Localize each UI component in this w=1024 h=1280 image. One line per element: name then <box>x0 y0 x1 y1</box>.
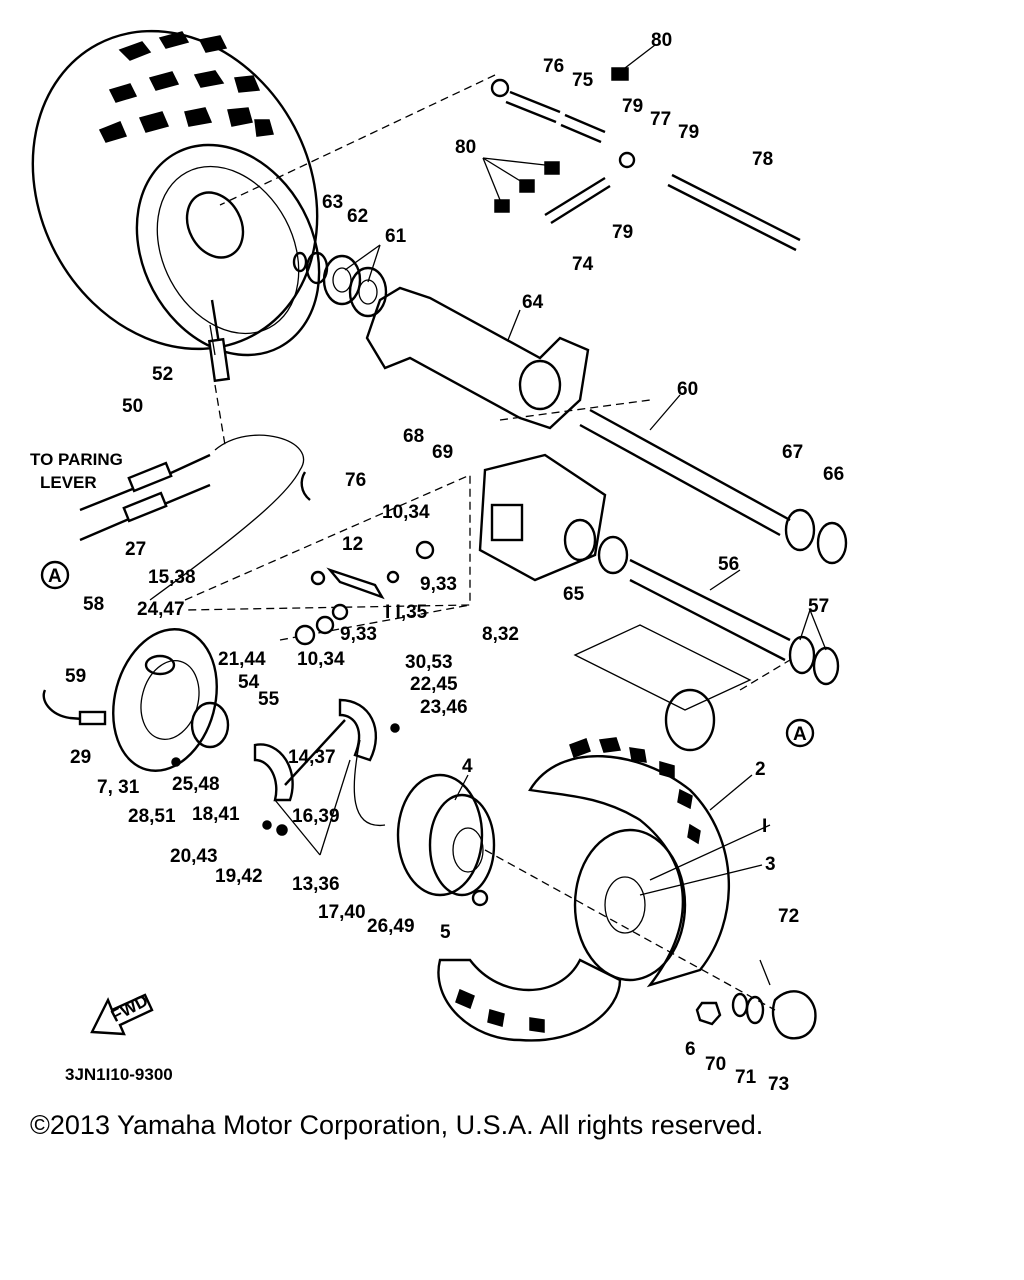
rear-left-tire <box>31 29 321 383</box>
exploded-parts-diagram: FWD A A 80 76 75 79 77 79 80 78 79 <box>30 29 848 1095</box>
callout-16-39: 16,39 <box>292 806 340 827</box>
marker-a-left: A <box>48 566 62 587</box>
note-to-paring-line2: LEVER <box>40 473 97 492</box>
brake-pipe-assembly <box>219 67 801 252</box>
callout-79-b: 79 <box>678 122 699 143</box>
callout-62: 62 <box>347 206 368 227</box>
copyright-notice: ©2013 Yamaha Motor Corporation, U.S.A. A… <box>30 1110 764 1140</box>
callout-64: 64 <box>522 292 544 313</box>
callout-25-48: 25,48 <box>172 774 220 795</box>
callout-23-46: 23,46 <box>420 697 468 718</box>
callout-22-45: 22,45 <box>410 674 458 695</box>
callout-59: 59 <box>65 666 86 687</box>
callout-57: 57 <box>808 596 829 617</box>
callout-55: 55 <box>258 689 280 710</box>
callout-52: 52 <box>152 364 173 385</box>
reference-marker-left: A <box>40 560 70 590</box>
final-drive-gear-case <box>478 453 848 752</box>
callout-54: 54 <box>238 672 260 693</box>
callout-79-c: 79 <box>612 222 633 243</box>
callout-2: 2 <box>755 759 766 780</box>
forward-arrow: FWD <box>90 991 154 1036</box>
callout-26-49: 26,49 <box>367 916 415 937</box>
parking-brake-cables <box>79 384 311 601</box>
rear-right-tire <box>437 737 731 1042</box>
callout-7-31: 7, 31 <box>97 777 140 798</box>
callout-17-40: 17,40 <box>318 902 366 923</box>
callout-60: 60 <box>677 379 698 400</box>
callout-70: 70 <box>705 1054 726 1075</box>
callout-61: 61 <box>385 226 407 247</box>
callout-77: 77 <box>650 109 671 130</box>
callout-10-34-top: 10,34 <box>382 502 430 523</box>
callout-50: 50 <box>122 396 143 417</box>
callout-76-mid: 76 <box>345 470 366 491</box>
callout-72: 72 <box>778 906 799 927</box>
callout-75: 75 <box>572 70 594 91</box>
callout-76-top: 76 <box>543 56 564 77</box>
callout-9-33-top: 9,33 <box>420 574 457 595</box>
callout-65: 65 <box>563 584 585 605</box>
callout-66: 66 <box>823 464 844 485</box>
callout-28-51: 28,51 <box>128 806 176 827</box>
callout-68: 68 <box>403 426 424 447</box>
callout-18-41: 18,41 <box>192 804 240 825</box>
callout-74: 74 <box>572 254 594 275</box>
callout-67: 67 <box>782 442 803 463</box>
note-to-paring-line1: TO PARING <box>30 450 123 469</box>
callout-69: 69 <box>432 442 453 463</box>
callout-29: 29 <box>70 747 91 768</box>
callout-19-42: 19,42 <box>215 866 263 887</box>
callout-24-47: 24,47 <box>137 599 185 620</box>
callout-73: 73 <box>768 1074 789 1095</box>
callout-1: I <box>762 816 767 837</box>
brake-drum-hub <box>396 773 776 1011</box>
brake-assembly <box>42 474 471 836</box>
callout-15-38: 15,38 <box>148 567 196 588</box>
callout-80-top: 80 <box>651 30 672 51</box>
callout-8-32: 8,32 <box>482 624 519 645</box>
marker-a-right: A <box>793 724 807 745</box>
callout-63: 63 <box>322 192 343 213</box>
reference-marker-right: A <box>785 718 815 748</box>
callout-79-a: 79 <box>622 96 643 117</box>
callout-78: 78 <box>752 149 773 170</box>
callout-3: 3 <box>765 854 776 875</box>
callout-20-43: 20,43 <box>170 846 218 867</box>
callout-12: 12 <box>342 534 363 555</box>
axle-nut-set <box>695 959 817 1040</box>
callout-11-35: I I,35 <box>385 602 428 623</box>
callout-21-44: 21,44 <box>218 649 266 670</box>
callout-71: 71 <box>735 1067 757 1088</box>
callout-10-34-mid: 10,34 <box>297 649 345 670</box>
callout-14-37: 14,37 <box>288 747 336 768</box>
callout-13-36: 13,36 <box>292 874 340 895</box>
callout-6: 6 <box>685 1039 696 1060</box>
callout-80-mid: 80 <box>455 137 476 158</box>
callout-30-53: 30,53 <box>405 652 453 673</box>
callout-58: 58 <box>83 594 104 615</box>
axle-housing <box>292 251 791 537</box>
drawing-code: 3JN1I10-9300 <box>65 1065 173 1084</box>
leader-lines <box>209 44 827 896</box>
callout-9-33-mid: 9,33 <box>340 624 377 645</box>
callout-5: 5 <box>440 922 451 943</box>
callout-numbers: 80 76 75 79 77 79 80 78 79 74 63 62 61 6… <box>65 30 844 1095</box>
callout-27: 27 <box>125 539 146 560</box>
callout-4: 4 <box>462 756 473 777</box>
callout-56: 56 <box>718 554 739 575</box>
